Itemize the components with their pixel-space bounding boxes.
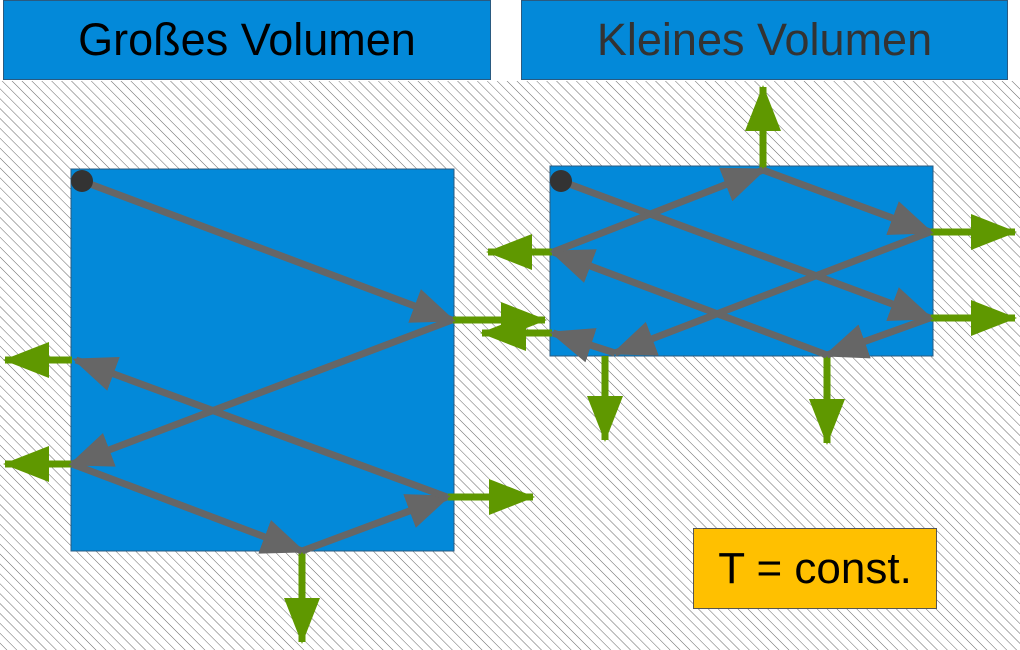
path-segment xyxy=(72,356,449,501)
path-segment xyxy=(823,314,932,359)
path-segment xyxy=(551,166,767,256)
path-segment xyxy=(80,177,456,324)
small-particle-path xyxy=(549,166,934,363)
path-segment xyxy=(549,328,617,363)
path-segment xyxy=(549,248,829,359)
particle-dot xyxy=(550,170,572,192)
small-momentum-arrows xyxy=(480,85,1017,445)
constant-temperature-label: T = const. xyxy=(693,528,937,609)
path-segment xyxy=(300,493,451,555)
particle-dot xyxy=(71,170,93,192)
large-particle-path xyxy=(68,177,456,555)
large-container xyxy=(70,168,455,552)
small-volume-header: Kleines Volumen xyxy=(521,0,1008,80)
path-segment xyxy=(68,316,454,468)
path-segment xyxy=(761,166,934,236)
large-volume-header: Großes Volumen xyxy=(3,0,491,80)
path-segment xyxy=(611,228,932,357)
path-segment xyxy=(70,460,306,555)
path-segment xyxy=(559,177,934,322)
small-container xyxy=(549,165,934,357)
